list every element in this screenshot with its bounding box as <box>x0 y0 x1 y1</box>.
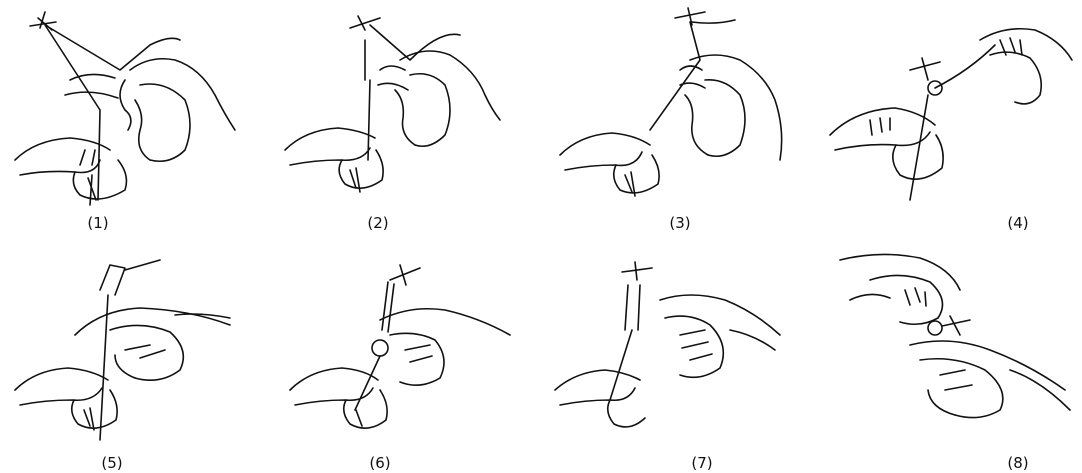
step-7-illustration: (7) <box>540 240 810 473</box>
step-7-hands-drawing <box>540 240 810 473</box>
step-1-label: (1) <box>68 214 128 232</box>
step-3-illustration: (3) <box>540 0 810 235</box>
step-4-hands-drawing <box>810 0 1082 235</box>
step-1-illustration: (1) <box>0 0 270 235</box>
step-3-label: (3) <box>650 214 710 232</box>
step-5-label: (5) <box>82 454 142 472</box>
step-4-illustration: (4) <box>810 0 1082 235</box>
step-6-hands-drawing <box>270 240 540 473</box>
step-3-hands-drawing <box>540 0 810 235</box>
step-8-label: (8) <box>988 454 1048 472</box>
step-2-hands-drawing <box>270 0 540 235</box>
step-2-illustration: (2) <box>270 0 540 235</box>
step-4-label: (4) <box>988 214 1048 232</box>
step-5-hands-drawing <box>0 240 270 473</box>
step-6-label: (6) <box>350 454 410 472</box>
step-1-hands-drawing <box>0 0 270 235</box>
step-7-label: (7) <box>672 454 732 472</box>
step-6-illustration: (6) <box>270 240 540 473</box>
step-8-hands-drawing <box>810 240 1082 473</box>
step-5-illustration: (5) <box>0 240 270 473</box>
step-8-illustration: (8) <box>810 240 1082 473</box>
step-2-label: (2) <box>348 214 408 232</box>
